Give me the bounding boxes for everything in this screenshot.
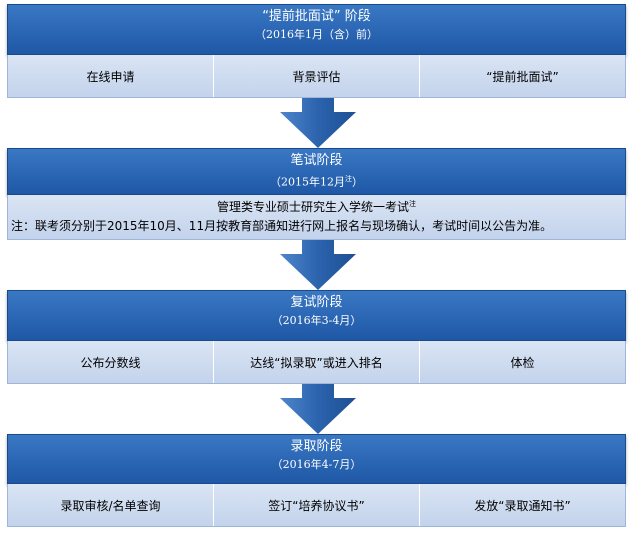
stage-date: （2016年1月（含）前） [255, 28, 378, 41]
stage-title: 录取阶段 [290, 439, 343, 454]
stage-date: （2016年3-4月） [271, 314, 362, 327]
stage-title: 复试阶段 [290, 295, 343, 310]
stage-written-exam-header: 笔试阶段 （2015年12月注） [7, 148, 626, 195]
stage-title: “提前批面试” 阶段 [262, 9, 371, 24]
flow-arrow-down-1 [280, 98, 356, 148]
exam-name: 管理类专业硕士研究生入学统一考试注 [216, 200, 416, 214]
stage-title: 笔试阶段 [290, 153, 343, 168]
stage-date: （2016年4-7月） [271, 458, 362, 471]
step-provisional-admission: 达线“拟录取”或进入排名 [214, 341, 420, 383]
stage-early-interview-steps: 在线申请 背景评估 “提前批面试” [7, 55, 626, 98]
step-publish-cutoff: 公布分数线 [8, 341, 214, 383]
stage-admission-steps: 录取审核/名单查询 签订“培养协议书” 发放“录取通知书” [7, 484, 626, 527]
step-physical-exam: 体检 [420, 341, 625, 383]
flow-arrow-down-3 [280, 384, 356, 434]
step-early-interview: “提前批面试” [420, 55, 625, 97]
step-sign-agreement: 签订“培养协议书” [214, 484, 420, 526]
step-issue-notice: 发放“录取通知书” [420, 484, 625, 526]
stage-retest-steps: 公布分数线 达线“拟录取”或进入排名 体检 [7, 341, 626, 384]
stage-date: （2015年12月注） [270, 175, 363, 189]
exam-footnote: 注：联考须分别于2015年10月、11月按教育部通知进行网上报名与现场确认，考试… [11, 219, 553, 233]
step-online-application: 在线申请 [8, 55, 214, 97]
stage-written-exam-note: 管理类专业硕士研究生入学统一考试注 注：联考须分别于2015年10月、11月按教… [7, 195, 626, 240]
step-background-assessment: 背景评估 [214, 55, 420, 97]
step-admission-review: 录取审核/名单查询 [8, 484, 214, 526]
flow-arrow-down-2 [280, 240, 356, 290]
stage-early-interview-header: “提前批面试” 阶段 （2016年1月（含）前） [7, 4, 626, 55]
stage-admission-header: 录取阶段 （2016年4-7月） [7, 434, 626, 484]
stage-retest-header: 复试阶段 （2016年3-4月） [7, 290, 626, 341]
